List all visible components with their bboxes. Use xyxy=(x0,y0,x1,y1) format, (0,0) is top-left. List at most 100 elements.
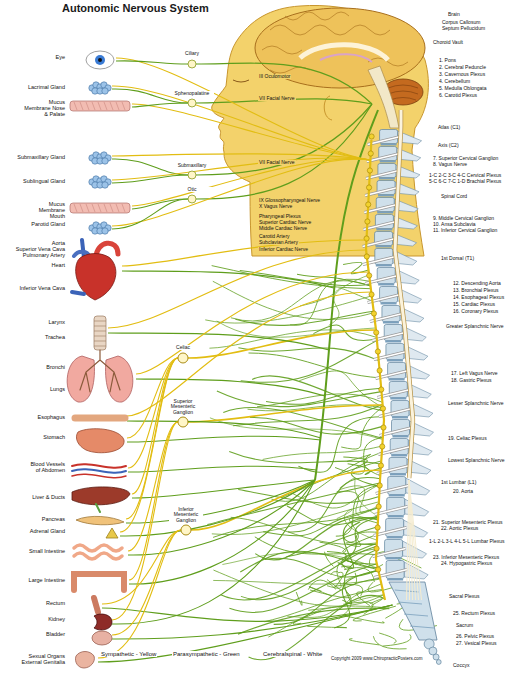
pelvic-nerve xyxy=(327,580,341,591)
corpus-callosum xyxy=(300,45,388,60)
chain-ganglion xyxy=(364,254,369,259)
chain-ganglion xyxy=(369,134,374,139)
plexus-nerve xyxy=(213,570,383,606)
sacral-line xyxy=(410,626,434,628)
organ-label: Small Intestine xyxy=(6,549,66,555)
sympathetic-nerve xyxy=(127,292,371,416)
parasympathetic-nerve xyxy=(122,271,334,288)
pelvic-nerve xyxy=(325,552,334,567)
parasympathetic-nerve xyxy=(98,605,393,662)
chain-ganglion xyxy=(376,504,381,509)
organ-label: Eye xyxy=(6,55,66,61)
splanchnic-nerve xyxy=(191,470,381,530)
anatomy-label: 6. Carotid Plexus xyxy=(438,93,478,98)
disc xyxy=(379,178,395,180)
disc xyxy=(390,398,406,400)
abdominal-ganglion xyxy=(181,525,191,535)
organ-label: Large Intestine xyxy=(6,578,66,584)
disc xyxy=(381,303,397,305)
disc xyxy=(383,322,399,324)
disc xyxy=(378,284,394,286)
disc xyxy=(390,474,406,476)
nerve-label: Superior Mesenteric Ganglion xyxy=(166,399,200,415)
membrane-fold xyxy=(98,204,101,212)
sexual-organs xyxy=(75,652,94,669)
anatomy-label: 2. Cerebral Peduncle xyxy=(438,65,487,70)
pelvic-nerve xyxy=(309,587,332,596)
pelvic-nerve xyxy=(293,611,321,624)
pelvic-nerve xyxy=(344,568,374,582)
anatomy-label: 18. Gastric Plexus xyxy=(450,378,493,383)
organ-label: Mucus Membrane Nose & Palate xyxy=(22,100,66,117)
disc xyxy=(376,246,392,248)
pelvic-nerve xyxy=(343,616,385,623)
anatomy-label: 7. Superior Cervical Ganglion xyxy=(432,156,499,161)
anatomy-label: Sacral Plexus xyxy=(448,594,481,599)
anatomy-label: 10. Ansa Subclavia xyxy=(432,222,477,227)
pelvic-nerve xyxy=(357,592,370,606)
chain-ganglion xyxy=(365,219,370,224)
anatomy-label: 22. Aortic Plexus xyxy=(440,526,479,531)
tracheal-ring xyxy=(94,346,106,347)
organ-label: Pulmonary Artery xyxy=(6,253,66,259)
parasympathetic-nerve xyxy=(127,436,321,442)
plexus-nerve xyxy=(335,437,383,474)
plexus-nerve xyxy=(217,391,382,407)
spinal-cord-outline xyxy=(395,110,413,478)
plexus-nerve xyxy=(217,321,376,337)
anatomy-label: 15. Cardiac Plexus xyxy=(452,302,496,307)
head-ganglion xyxy=(188,99,196,107)
anatomy-label: Corpus Callosum xyxy=(441,20,481,25)
abdominal-artery xyxy=(72,464,126,467)
pelvic-nerve xyxy=(341,566,351,572)
larynx xyxy=(94,316,106,350)
chain-ganglion xyxy=(366,202,371,207)
gland-lobule xyxy=(102,158,108,164)
legend-text: Parasympathetic - Green xyxy=(172,651,241,657)
pelvic-nerve xyxy=(345,573,357,585)
nerve-label: VII Facial Nerve xyxy=(258,96,296,101)
plexus-nerve xyxy=(248,353,380,378)
cranial-nerve xyxy=(196,104,372,199)
gland-lobule xyxy=(102,182,108,188)
plexus-nerve xyxy=(313,325,376,340)
superior-vena-cava xyxy=(82,240,84,258)
chain-ganglion xyxy=(378,463,383,468)
bladder xyxy=(92,631,112,645)
membrane-fold xyxy=(74,204,77,212)
left-lung xyxy=(67,356,94,402)
anatomy-label: Atlas (C1) xyxy=(437,125,461,130)
anatomy-label: 8. Vagus Nerve xyxy=(432,162,468,167)
membrane-fold xyxy=(80,102,83,110)
disc xyxy=(389,495,405,497)
large-intestine xyxy=(74,574,124,590)
sympathetic-chain xyxy=(366,140,385,600)
organ-label: Lungs xyxy=(6,387,66,393)
organ-label: Trachea xyxy=(6,335,66,341)
anatomy-label: Greater Splanchnic Nerve xyxy=(445,324,505,329)
nerve-label: Otic xyxy=(172,187,212,192)
disc xyxy=(387,360,403,362)
head-ganglion xyxy=(188,171,196,179)
plexus-nerve xyxy=(320,534,378,552)
nerve-label: VII Facial Nerve xyxy=(258,160,296,165)
organ-label: Mucus Membrane Mouth xyxy=(22,202,66,219)
coccyx-bone xyxy=(436,660,441,665)
plexus-nerve xyxy=(298,417,383,473)
plexus-nerve xyxy=(337,491,378,518)
sympathetic-nerve xyxy=(132,104,370,160)
disc xyxy=(378,195,394,197)
anatomy-label: 14. Esophageal Plexus xyxy=(452,295,505,300)
membrane-fold xyxy=(98,102,101,110)
organ-label: Kidney xyxy=(6,617,66,623)
chain-ganglion xyxy=(366,185,371,190)
plexus-nerve xyxy=(287,506,378,525)
plexus-nerve xyxy=(336,485,380,536)
disc xyxy=(392,417,408,419)
parasympathetic-nerve xyxy=(128,466,316,472)
head-ganglion xyxy=(188,195,196,203)
organ-label: Inferior Vena Cava xyxy=(6,286,66,292)
nerve-label: III Oculomotor xyxy=(258,74,291,79)
nerve-label: Inferior Cardiac Nerve xyxy=(258,247,309,252)
organ-label: Sexual Organs External Genitalia xyxy=(16,654,66,666)
